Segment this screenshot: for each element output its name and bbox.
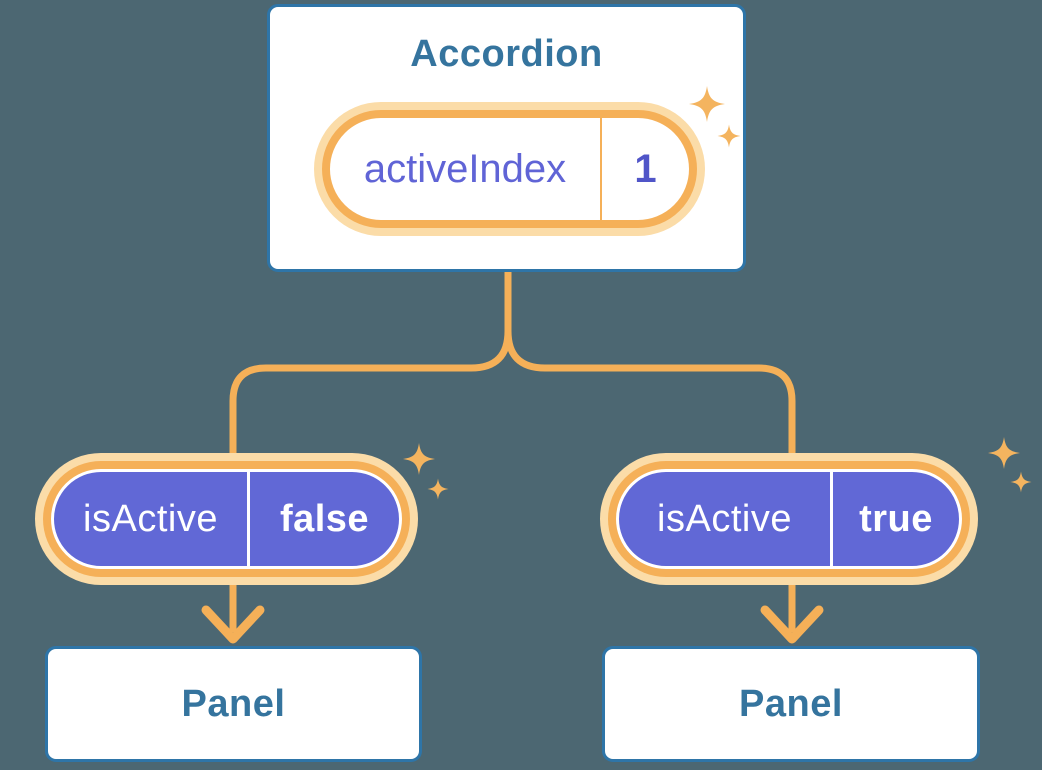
- prop-name-label: isActive: [83, 497, 218, 540]
- panel-box-right: Panel: [602, 646, 980, 762]
- pill-divider: [247, 472, 250, 566]
- connector-right-branch: [504, 272, 796, 632]
- connector-left-branch: [229, 272, 512, 632]
- prop-name-label: isActive: [657, 497, 792, 540]
- prop-pill-left-isactive: isActive false: [51, 469, 402, 569]
- state-pill-activeindex: activeIndex 1: [322, 110, 697, 228]
- arrow-down-icon: [760, 605, 824, 644]
- accordion-title: Accordion: [410, 33, 603, 75]
- panel-title: Panel: [181, 682, 286, 725]
- prop-pill-right-isactive: isActive true: [616, 469, 962, 569]
- state-value: 1: [634, 146, 657, 191]
- prop-value: false: [279, 497, 370, 540]
- panel-title: Panel: [739, 682, 843, 725]
- pill-divider: [600, 118, 602, 220]
- panel-box-left: Panel: [45, 646, 422, 762]
- prop-value: true: [859, 497, 933, 540]
- state-name-label: activeIndex: [363, 146, 567, 191]
- pill-divider: [830, 472, 833, 566]
- arrow-down-icon: [201, 605, 265, 644]
